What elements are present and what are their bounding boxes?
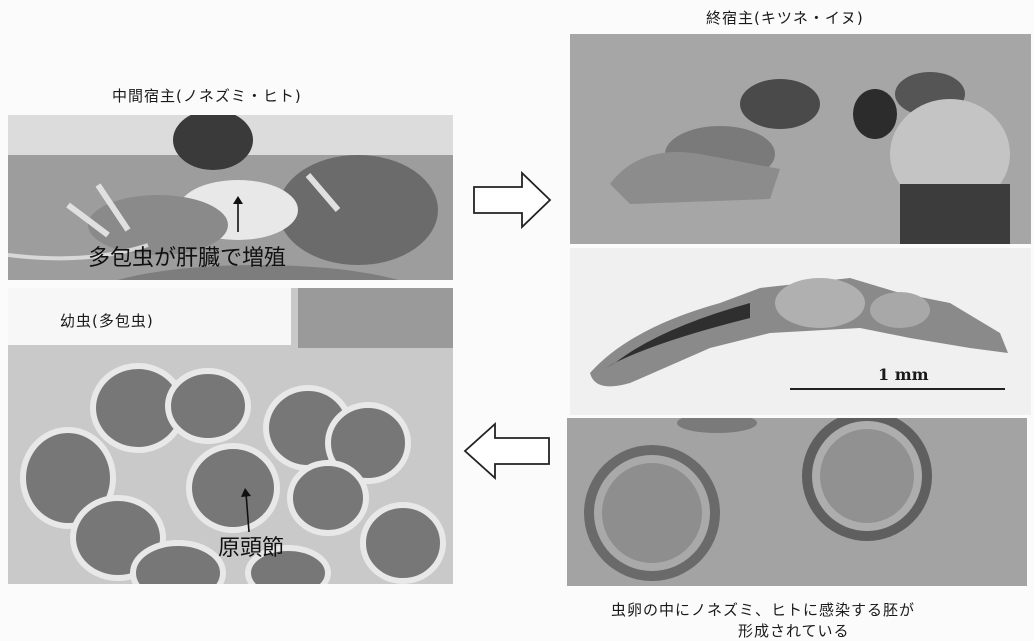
protoscolex-label: 原頭節 [218,530,284,562]
egg-caption-line1: 虫卵の中にノネズミ、ヒトに感染する胚が [611,599,915,620]
egg-caption-line2: 形成されている [738,620,850,641]
fox-photo [570,34,1031,244]
larva-caption-box: 幼虫(多包虫) [8,288,291,345]
definitive-host-caption: 終宿主(キツネ・イヌ) [706,7,864,28]
larva-caption: 幼虫(多包虫) [60,310,154,331]
liver-label: 多包虫が肝臓で増殖 [88,240,286,272]
scale-label: 1 mm [878,365,929,384]
scale-bar [790,388,1005,390]
pointer-arrow-icon [232,196,244,232]
right-arrow-icon [472,170,552,230]
intermediate-host-caption: 中間宿主(ノネズミ・ヒト) [112,85,302,106]
pointer-arrow-icon [241,488,255,532]
eggs-photo [567,418,1027,586]
left-arrow-icon [463,421,551,481]
